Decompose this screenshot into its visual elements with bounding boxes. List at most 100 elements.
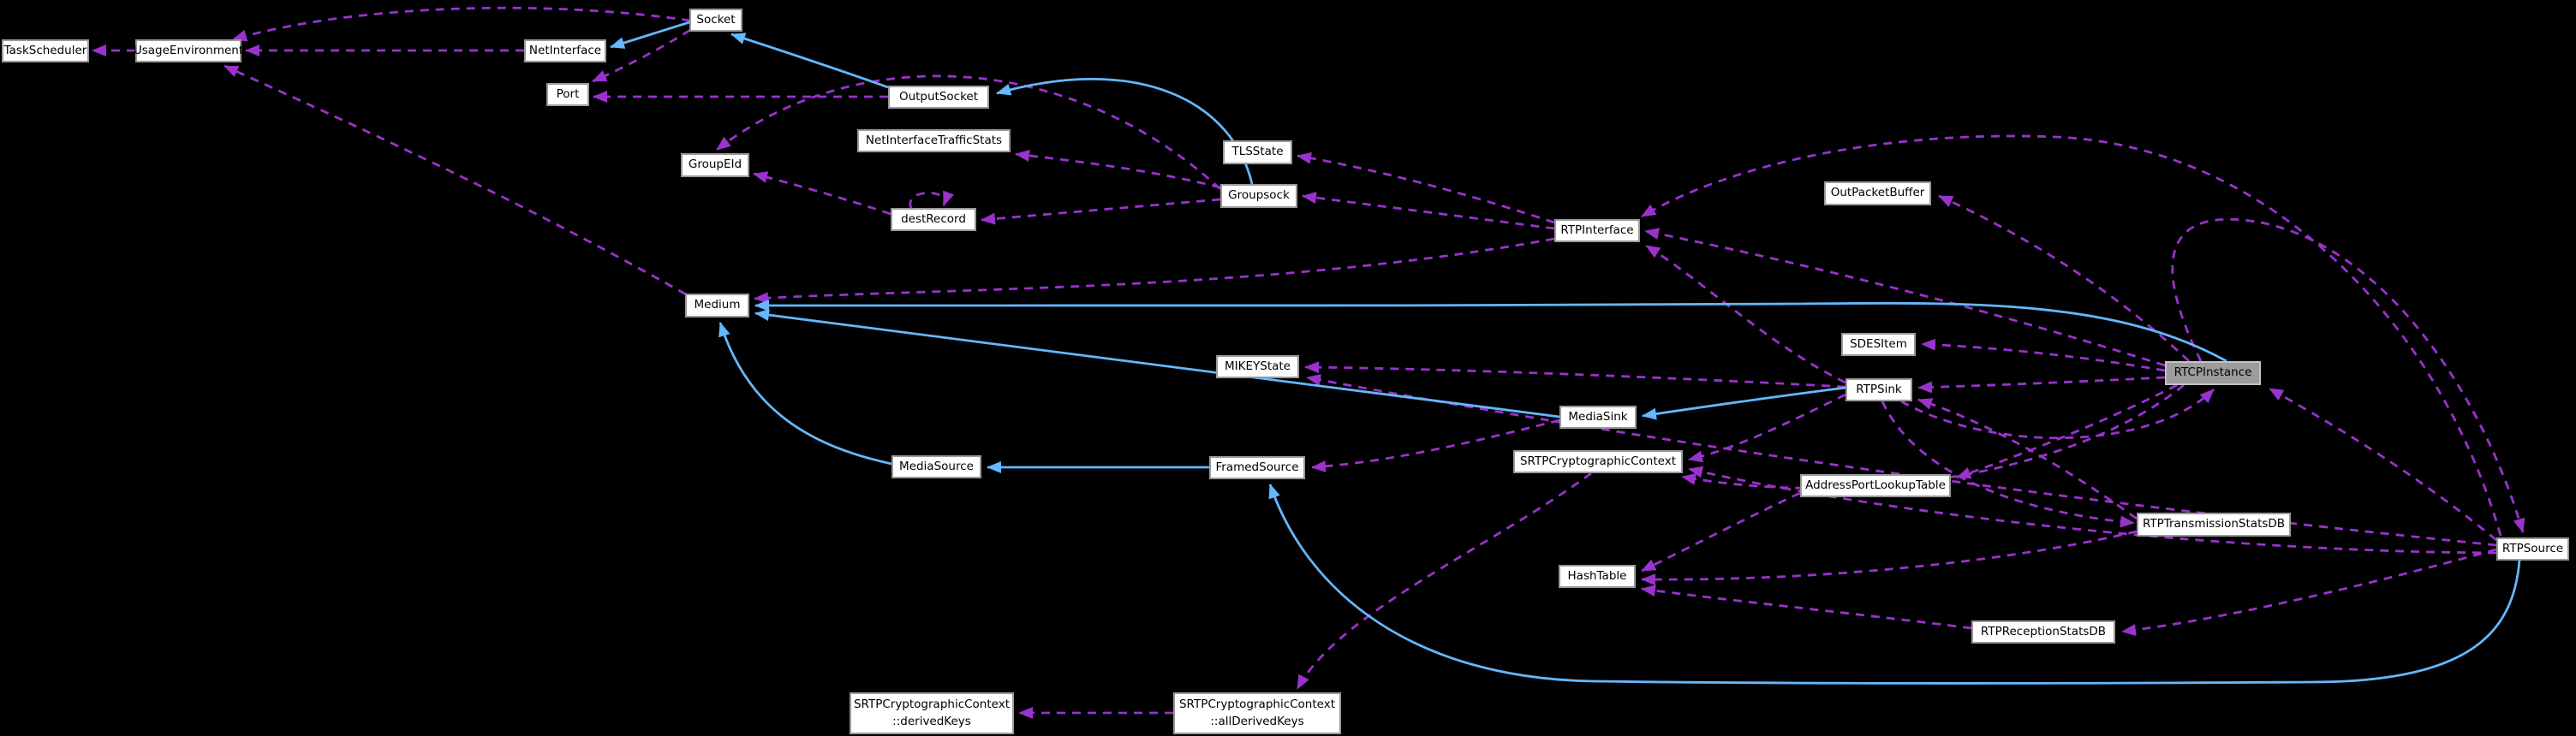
node-label: ::derivedKeys	[892, 714, 971, 728]
edge-medium-to-usage-environment	[224, 64, 687, 296]
edge-rtcp-instance-to-sdes-item	[1921, 338, 2166, 372]
node-rtp-interface[interactable]: RTPInterface	[1554, 219, 1640, 242]
node-srtp-derived-keys[interactable]: SRTPCryptographicContext::derivedKeys	[850, 692, 1014, 734]
edge-rtp-sink-to-rtp-interface	[1645, 244, 1846, 384]
node-label: OutputSocket	[898, 89, 979, 104]
edge-rtp-source-to-srtp-cryptographic-context	[1688, 466, 2497, 555]
edge-rtp-source-to-framed-source	[1268, 484, 2521, 685]
edge-socket-to-net-interface	[610, 21, 690, 49]
edge-groupsock-to-dest-record	[981, 198, 1221, 225]
node-label: RTPTransmissionStatsDB	[2142, 517, 2286, 531]
node-label: Medium	[694, 298, 741, 312]
node-label: OutPacketBuffer	[1830, 186, 1925, 200]
node-srtp-all-derived-keys[interactable]: SRTPCryptographicContext::allDerivedKeys	[1173, 692, 1341, 734]
edge-socket-to-usage-environment	[232, 6, 691, 42]
node-sdes-item[interactable]: SDESItem	[1841, 333, 1916, 356]
edge-rtcp-instance-to-rtp-interface	[1644, 228, 2166, 367]
edge-groupsock-to-net-interface-traffic-stats	[1015, 149, 1221, 189]
node-label: MediaSink	[1568, 409, 1628, 424]
node-label: RTPSource	[2501, 541, 2564, 555]
edge-rtp-sink-to-rtcp-instance	[1900, 388, 2215, 440]
node-label: RTCPInstance	[2174, 365, 2252, 380]
edge-rtp-sink-to-mikey-state	[1304, 361, 1846, 389]
edge-rtcp-instance-to-srtp-cryptographic-context	[1681, 383, 2185, 490]
node-net-interface[interactable]: NetInterface	[524, 39, 606, 62]
node-rtp-sink[interactable]: RTPSink	[1846, 378, 1912, 401]
node-label: UsageEnvironment	[133, 43, 244, 57]
edge-socket-to-port	[592, 28, 691, 83]
node-groupsock[interactable]: Groupsock	[1220, 184, 1297, 208]
node-label: Socket	[696, 12, 736, 27]
node-media-source[interactable]: MediaSource	[891, 455, 981, 478]
edge-rtp-interface-to-medium	[754, 237, 1555, 305]
edge-media-sink-to-framed-source	[1311, 418, 1560, 472]
edge-rtp-sink-to-srtp-cryptographic-context	[1688, 393, 1846, 463]
edge-rtcp-instance-to-medium	[754, 300, 2227, 363]
edge-media-source-to-medium	[719, 322, 892, 466]
edge-rtp-source-to-mikey-state	[1306, 374, 2497, 547]
node-dest-record[interactable]: destRecord	[891, 208, 976, 231]
node-hash-table[interactable]: HashTable	[1559, 565, 1636, 588]
edge-srtp-cryptographic-context-to-all-derived-keys	[1296, 472, 1592, 690]
edge-rtp-source-to-rtp-interface	[1641, 134, 2502, 537]
node-media-sink[interactable]: MediaSink	[1559, 406, 1637, 429]
node-label: HashTable	[1567, 568, 1627, 583]
edge-address-port-lookup-table-to-hash-table	[1641, 491, 1801, 573]
edge-rtp-sink-to-rtp-transmission-stats-db	[1881, 401, 2135, 528]
node-label: SRTPCryptographicContext	[1178, 697, 1336, 711]
node-net-interface-traffic-stats[interactable]: NetInterfaceTrafficStats	[857, 129, 1011, 152]
node-address-port-lookup-table[interactable]: AddressPortLookupTable	[1800, 474, 1951, 497]
edge-rtcp-instance-to-rtp-source	[2171, 217, 2525, 533]
node-srtp-cryptographic-context[interactable]: SRTPCryptographicContext	[1513, 450, 1683, 473]
node-label: ::allDerivedKeys	[1210, 714, 1304, 728]
node-label: RTPSink	[1856, 382, 1902, 396]
node-rtp-source[interactable]: RTPSource	[2496, 537, 2569, 561]
node-mikey-state[interactable]: MIKEYState	[1216, 355, 1299, 378]
node-label: FramedSource	[1215, 460, 1299, 474]
node-label: TLSState	[1231, 145, 1284, 159]
node-label: SRTPCryptographicContext	[1519, 454, 1677, 468]
node-label: MIKEYState	[1225, 359, 1291, 373]
node-label: SDESItem	[1850, 336, 1907, 351]
node-label: NetInterfaceTrafficStats	[865, 133, 1003, 147]
node-task-scheduler[interactable]: TaskScheduler	[2, 39, 89, 62]
node-label: Port	[556, 86, 580, 101]
node-rtp-reception-stats-db[interactable]: RTPReceptionStatsDB	[1971, 620, 2115, 644]
node-group-eid[interactable]: GroupEId	[681, 153, 749, 177]
node-rtp-transmission-stats-db[interactable]: RTPTransmissionStatsDB	[2137, 513, 2291, 537]
node-label: Groupsock	[1228, 188, 1290, 203]
node-output-socket[interactable]: OutputSocket	[888, 86, 989, 109]
edge-rtp-reception-stats-db-to-hash-table	[1641, 585, 1972, 630]
node-tls-state[interactable]: TLSState	[1223, 140, 1292, 164]
node-label: RTPReceptionStatsDB	[1980, 624, 2107, 638]
node-label: NetInterface	[528, 43, 602, 57]
node-framed-source[interactable]: FramedSource	[1209, 456, 1305, 479]
edge-rtp-transmission-stats-db-to-hash-table	[1641, 530, 2138, 586]
edge-rtp-source-to-rtp-reception-stats-db	[2121, 548, 2497, 637]
edge-rtp-interface-to-tls-state	[1297, 151, 1555, 224]
edge-groupsock-to-group-eid	[716, 74, 1221, 191]
node-label: RTPInterface	[1560, 223, 1634, 237]
node-label: GroupEId	[688, 157, 742, 172]
node-label: SRTPCryptographicContext	[853, 697, 1011, 711]
node-label: destRecord	[901, 211, 966, 226]
edge-rtp-sink-to-media-sink	[1642, 386, 1846, 420]
node-usage-environment[interactable]: UsageEnvironment	[133, 39, 244, 62]
edge-rtp-interface-to-groupsock	[1302, 192, 1555, 230]
edge-output-socket-to-socket	[730, 33, 889, 89]
edge-media-sink-to-medium	[754, 309, 1560, 418]
edge-rtp-transmission-stats-db-to-rtp-sink	[1917, 398, 2138, 520]
node-port[interactable]: Port	[546, 83, 589, 106]
node-medium[interactable]: Medium	[685, 294, 749, 318]
node-label: TaskScheduler	[3, 43, 87, 57]
node-out-packet-buffer[interactable]: OutPacketBuffer	[1824, 181, 1931, 205]
edge-dest-record-to-group-eid	[753, 171, 891, 216]
node-label: MediaSource	[899, 459, 974, 473]
edge-dest-record-self-loop	[909, 190, 955, 209]
node-socket[interactable]: Socket	[689, 9, 742, 32]
node-label: AddressPortLookupTable	[1805, 478, 1946, 492]
edge-rtcp-instance-to-rtp-sink	[1917, 376, 2166, 394]
